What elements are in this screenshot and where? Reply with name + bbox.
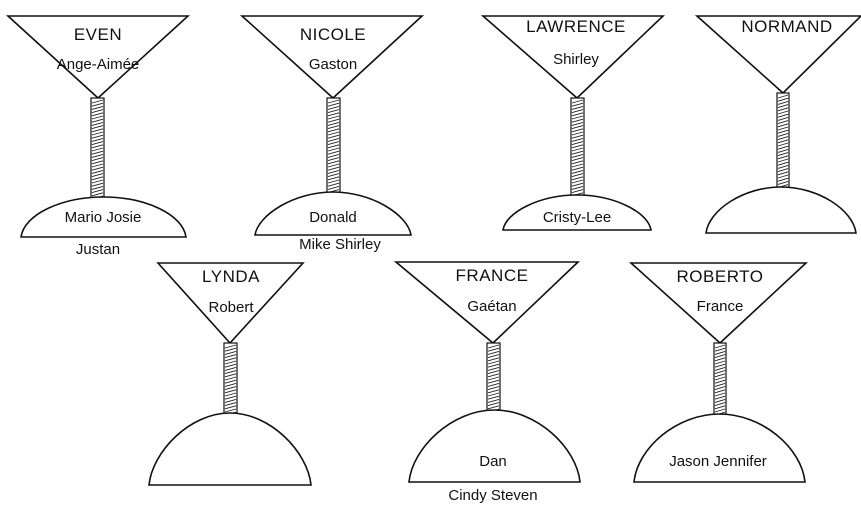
glass-cup: [628, 262, 809, 345]
children-in-base-label: Jason Jennifer: [669, 453, 767, 470]
person-name-label: LYNDA: [202, 267, 260, 286]
children-in-base-label: Donald: [309, 209, 357, 226]
glass-normand: NORMAND: [694, 15, 861, 234]
partner-name-label: Gaétan: [467, 298, 516, 315]
partner-name-label: Gaston: [309, 56, 357, 73]
glass-cup: [5, 15, 191, 100]
children-below-label: Mike Shirley: [299, 236, 381, 253]
children-below-label: Cindy Steven: [448, 487, 537, 504]
glass-base: [20, 196, 187, 238]
partner-name-label: France: [697, 298, 744, 315]
glass-cup: [694, 15, 861, 95]
person-name-label: NICOLE: [300, 25, 366, 44]
children-below-label: Justan: [76, 241, 120, 258]
children-in-base-label: Dan: [479, 453, 507, 470]
glass-stem: [326, 97, 341, 213]
glass-base: [254, 191, 412, 236]
glass-base: [633, 413, 806, 483]
glass-base: [408, 409, 581, 483]
children-in-base-label: Cristy-Lee: [543, 209, 611, 226]
person-name-label: FRANCE: [456, 266, 529, 285]
glass-cup: [239, 15, 425, 100]
glass-base: [705, 186, 857, 234]
glass-cup: [156, 262, 305, 345]
partner-name-label: Shirley: [553, 51, 599, 68]
glass-base: [148, 412, 312, 486]
glass-cup: [393, 261, 580, 345]
glass-stem: [90, 97, 105, 210]
glass-cup: [480, 15, 665, 100]
person-name-label: LAWRENCE: [526, 17, 626, 36]
person-name-label: EVEN: [74, 25, 122, 44]
glass-lynda: LYNDA Robert: [148, 262, 312, 486]
person-name-label: NORMAND: [741, 17, 832, 36]
person-name-label: ROBERTO: [677, 267, 764, 286]
partner-name-label: Ange-Aimée: [57, 56, 140, 73]
children-in-base-label: Mario Josie: [65, 209, 142, 226]
glass-stem: [570, 97, 585, 207]
glass-base: [502, 194, 652, 231]
glass-stem: [776, 92, 790, 205]
partner-name-label: Robert: [208, 299, 254, 316]
